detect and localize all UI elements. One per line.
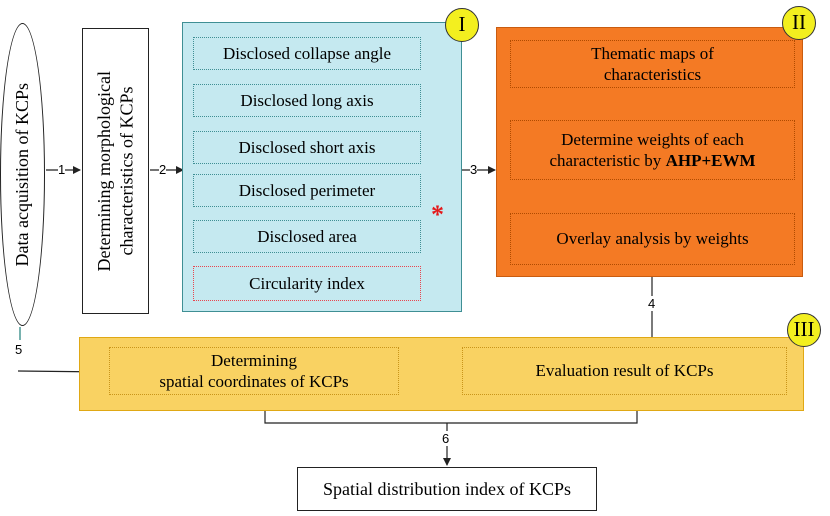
panel-I-item-5: Disclosed area [193, 220, 421, 253]
panel-I-item-1: Disclosed collapse angle [193, 37, 421, 70]
data-acquisition-node: Data acquisition of KCPs [0, 23, 45, 326]
panel-I-item-2: Disclosed long axis [193, 84, 421, 117]
data-acquisition-label: Data acquisition of KCPs [12, 82, 33, 267]
morphological-line-2: characteristics of KCPs [116, 86, 137, 256]
badge-I: I [445, 8, 479, 42]
morphological-label: Determining morphological characteristic… [93, 71, 138, 271]
spatial-coordinates-box: Determining spatial coordinates of KCPs [109, 347, 399, 395]
morphological-line-1: Determining morphological [94, 70, 114, 272]
weights-method: AHP+EWM [665, 151, 756, 170]
overlay-box: Overlay analysis by weights [510, 213, 795, 265]
step-label-3: 3 [470, 162, 478, 177]
step-label-6: 6 [442, 431, 450, 446]
weights-box: Determine weights of each characteristic… [510, 120, 795, 180]
step-label-5: 5 [15, 342, 23, 357]
thematic-line-1: Thematic maps of [591, 43, 714, 63]
step-label-4: 4 [648, 296, 656, 311]
step-label-2: 2 [159, 162, 167, 177]
step-label-1: 1 [58, 162, 66, 177]
badge-III: III [787, 313, 821, 347]
panel-I-item-4: Disclosed perimeter [193, 174, 421, 207]
evaluation-result-box: Evaluation result of KCPs [462, 347, 787, 395]
morphological-node: Determining morphological characteristic… [82, 28, 149, 314]
thematic-line-2: characteristics [603, 65, 702, 84]
final-node: Spatial distribution index of KCPs [297, 467, 597, 511]
panel-I-item-3: Disclosed short axis [193, 131, 421, 164]
panel-I-item-6: Circularity index [193, 266, 421, 301]
weights-line-1: Determine weights of each [561, 129, 744, 149]
badge-II: II [782, 6, 816, 40]
spatial-line-2: spatial coordinates of KCPs [159, 372, 349, 391]
spatial-line-1: Determining [211, 350, 297, 370]
panel-I [182, 22, 462, 312]
thematic-maps-box: Thematic maps of characteristics [510, 40, 795, 88]
relation-star: * [431, 200, 444, 229]
weights-line-2-prefix: characteristic by [549, 151, 666, 170]
